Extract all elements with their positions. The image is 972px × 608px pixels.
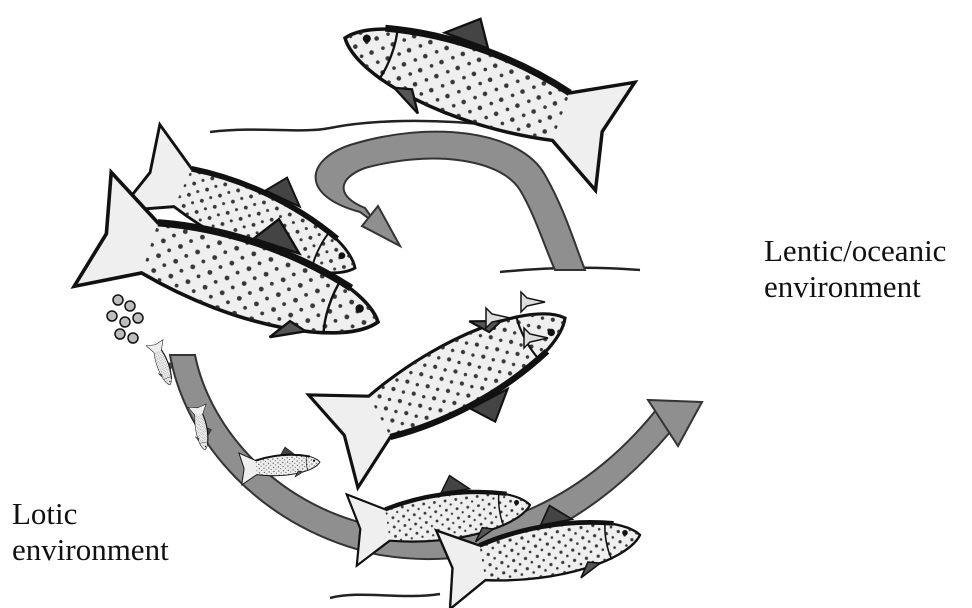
lotic-environment-label: Lotic environment <box>12 496 169 568</box>
eggs <box>107 295 143 343</box>
lotic-label-line1: Lotic <box>12 496 169 532</box>
lentic-label-line1: Lentic/oceanic <box>764 233 946 269</box>
lentic-oceanic-environment-label: Lentic/oceanic environment <box>764 233 946 305</box>
lentic-label-line2: environment <box>764 269 946 305</box>
lotic-label-line2: environment <box>12 532 169 568</box>
upper-curved-arrow <box>316 132 585 270</box>
